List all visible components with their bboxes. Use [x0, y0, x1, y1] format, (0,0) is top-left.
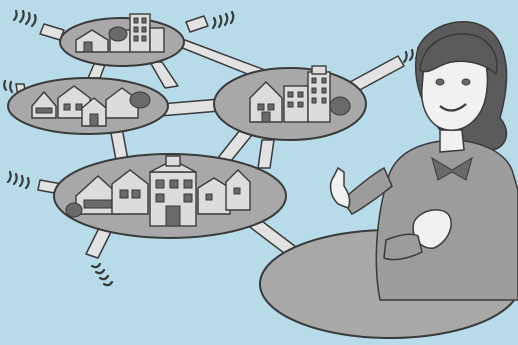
town-island-left: [8, 78, 168, 134]
building-icon: [150, 28, 164, 52]
entrance-icon: [166, 206, 180, 226]
tower-top-icon: [312, 66, 326, 74]
town-island-bottom: [54, 154, 286, 238]
eye-left: [436, 79, 444, 85]
neck: [440, 130, 464, 152]
tower-building-icon: [130, 14, 150, 52]
tree-icon: [66, 203, 82, 217]
tree-icon: [109, 27, 127, 41]
door-icon: [262, 112, 270, 122]
door-icon: [90, 114, 98, 126]
eye-right: [462, 79, 470, 85]
tree-icon: [130, 92, 150, 108]
door-icon: [84, 42, 92, 52]
tower-building-icon: [308, 72, 330, 122]
clock-tower-icon: [166, 156, 180, 166]
tree-icon: [330, 97, 350, 115]
